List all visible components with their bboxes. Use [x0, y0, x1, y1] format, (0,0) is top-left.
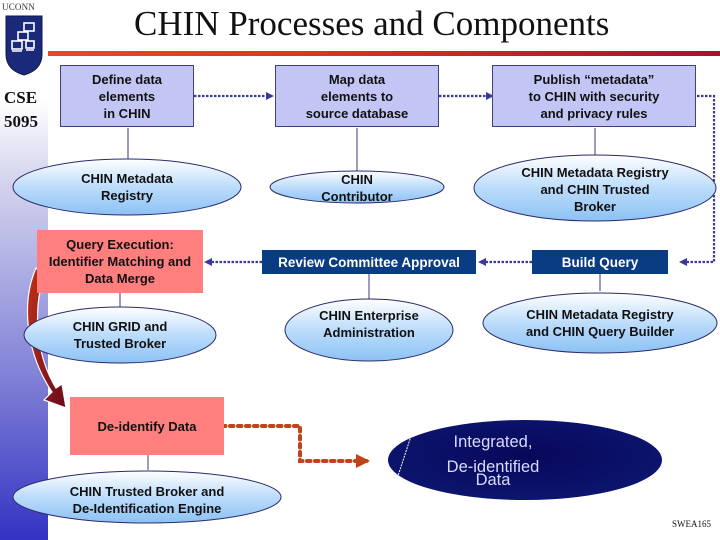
ellipse-contributor	[269, 170, 445, 204]
process-box-map[interactable]: Map data elements to source database	[275, 65, 439, 127]
course-number: 5095	[4, 112, 38, 131]
title-rule	[48, 51, 720, 56]
flow-arrow-publish-to-build	[679, 94, 716, 266]
process-box-build-query[interactable]: Build Query	[532, 250, 668, 274]
curved-flow-arrow	[26, 266, 67, 409]
output-ellipse	[388, 420, 662, 500]
course-code: CSE	[4, 88, 38, 107]
ellipse-registry-query-builder	[482, 292, 718, 354]
output-label: Integrated, De-identified Data	[446, 433, 540, 489]
ellipse-metadata-registry	[12, 158, 242, 216]
ellipse-deid-engine	[12, 470, 282, 524]
uconn-network-logo-icon	[5, 15, 43, 76]
process-box-publish[interactable]: Publish “metadata” to CHIN with security…	[492, 65, 696, 127]
university-label: UCONN	[2, 2, 36, 12]
output-ellipse-divider	[395, 432, 413, 483]
ellipse-grid-trusted-broker	[23, 306, 217, 364]
process-box-query-exec[interactable]: Query Execution: Identifier Matching and…	[37, 230, 203, 293]
slide-code: SWEA165	[672, 519, 711, 529]
flow-arrow-deidentify-to-output	[220, 424, 370, 468]
page-title: CHIN Processes and Components	[134, 4, 610, 43]
ellipse-enterprise-admin	[284, 298, 454, 362]
process-box-define[interactable]: Define data elements in CHIN	[60, 65, 194, 127]
process-box-review[interactable]: Review Committee Approval	[262, 250, 476, 274]
course-label: CSE 5095	[4, 86, 48, 134]
ellipse-registry-trusted-broker	[473, 154, 717, 222]
process-box-deidentify[interactable]: De-identify Data	[70, 397, 224, 455]
